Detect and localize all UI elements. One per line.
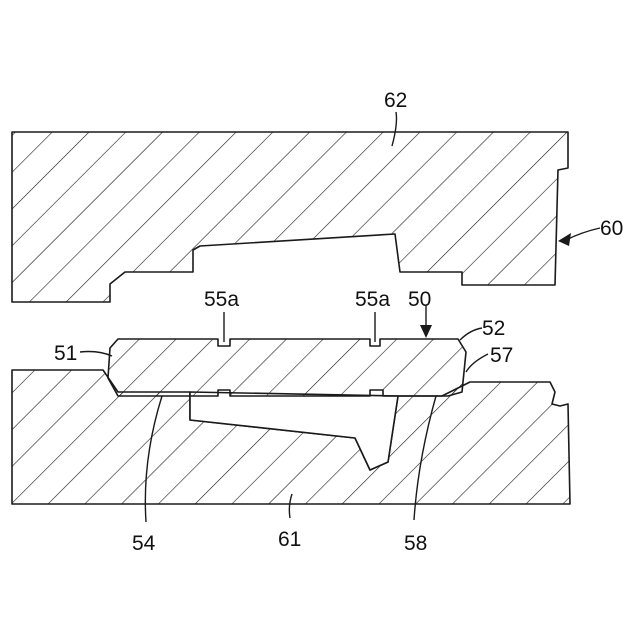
label-58: 58 — [404, 532, 427, 555]
workpiece-50 — [108, 339, 466, 396]
leader-52 — [460, 328, 482, 340]
label-60: 60 — [600, 217, 623, 240]
leader-51 — [80, 352, 112, 357]
label-51: 51 — [54, 342, 77, 365]
upper-die-62 — [12, 132, 568, 302]
label-61: 61 — [278, 528, 301, 551]
label-52: 52 — [482, 317, 505, 340]
arrowhead-60 — [558, 233, 571, 246]
label-55a-left: 55a — [204, 288, 239, 311]
label-54: 54 — [132, 532, 156, 555]
label-50: 50 — [408, 288, 431, 311]
leader-60 — [566, 228, 600, 240]
label-57: 57 — [490, 344, 513, 367]
label-62: 62 — [384, 89, 407, 112]
arrowhead-50 — [420, 325, 432, 338]
label-55a-right: 55a — [355, 288, 390, 311]
leader-57 — [466, 354, 488, 372]
